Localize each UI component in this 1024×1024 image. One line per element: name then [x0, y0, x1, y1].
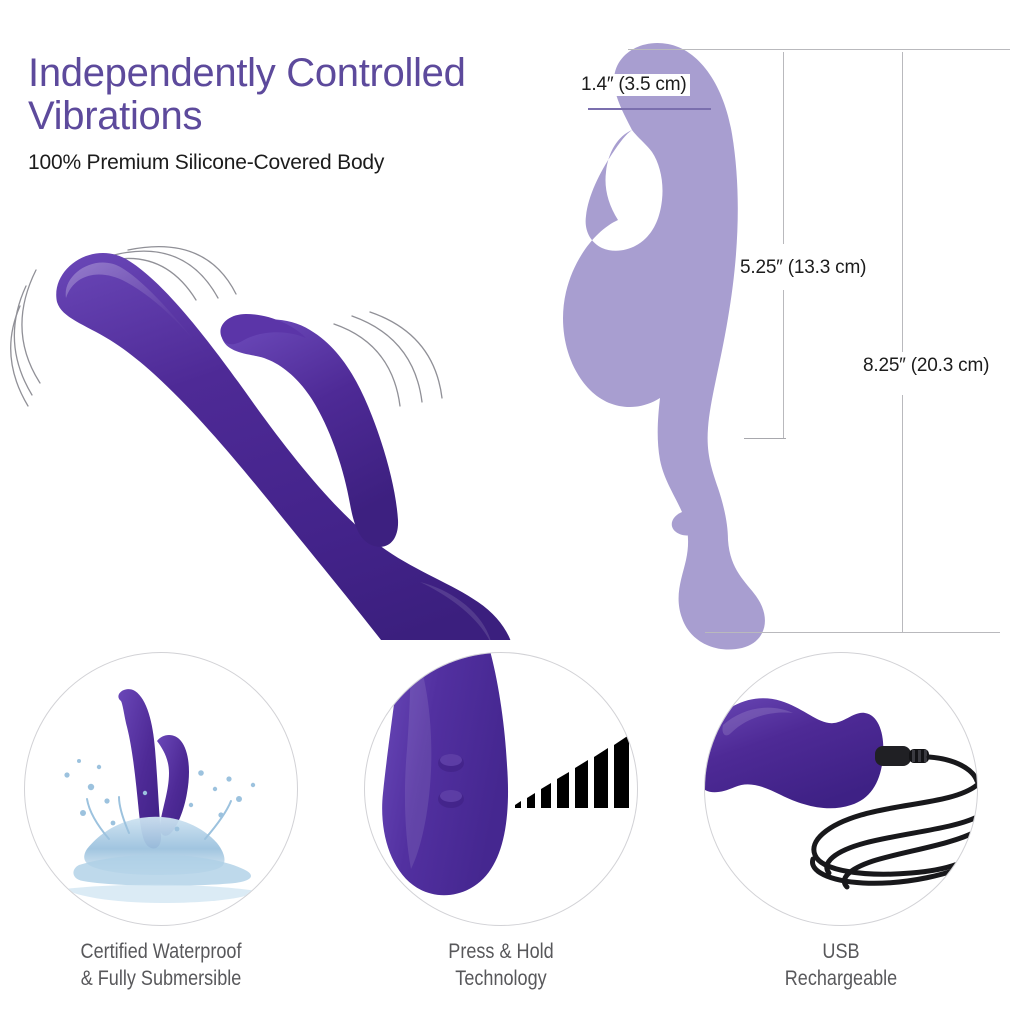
feature-circle-usb [704, 652, 978, 926]
water-pool [73, 854, 251, 886]
insertable-dimension-line-upper [783, 52, 784, 244]
product-shaft [56, 252, 515, 701]
usb-plug [875, 746, 929, 766]
feature-circle-press-hold [364, 652, 638, 926]
feature-caption-waterproof: Certified Waterproof & Fully Submersible [80, 940, 242, 990]
product-base [705, 698, 884, 809]
intensity-bars [515, 735, 629, 808]
guide-line-top [628, 49, 1010, 50]
feature-caption-press-hold: Press & Hold Technology [448, 940, 554, 990]
water-droplets [64, 759, 256, 832]
shaft-highlight [65, 262, 215, 366]
feature-waterproof: Certified Waterproof & Fully Submersible [0, 646, 331, 1024]
control-buttons [438, 754, 464, 808]
silhouette-base-ridge [671, 511, 701, 536]
clitoral-arm-tip [220, 314, 306, 345]
clitoral-arm [222, 319, 399, 547]
headline-block: Independently Controlled Vibrations 100%… [28, 52, 568, 175]
guide-line-bottom [705, 632, 1000, 633]
vibration-arcs-arm [333, 311, 443, 407]
water-reflection [65, 884, 257, 903]
width-measure-rule [588, 108, 711, 110]
tick-insertable-end [744, 438, 786, 439]
product-silhouette [563, 42, 765, 650]
product-handle [382, 653, 508, 896]
waterproof-splash-icon [64, 689, 257, 903]
base-highlight [722, 707, 793, 736]
dimension-label-total: 8.25″ (20.3 cm) [860, 355, 993, 377]
silhouette-shape [563, 42, 765, 650]
dimension-label-width: 1.4″ (3.5 cm) [578, 74, 690, 96]
splash-toy-arm [157, 735, 189, 836]
feature-caption-usb: USB Rechargeable [784, 940, 898, 990]
hero-product-illustration [0, 190, 580, 701]
page-subtitle: 100% Premium Silicone-Covered Body [28, 151, 385, 174]
splash-streaks [86, 796, 232, 840]
feature-press-hold: Press & Hold Technology [331, 646, 671, 1024]
feature-row: Certified Waterproof & Fully Submersible [0, 646, 1024, 1024]
dimension-label-insertable: 5.25″ (13.3 cm) [737, 257, 870, 279]
insertable-dimension-line-lower [783, 290, 784, 438]
total-dimension-line-lower [902, 395, 903, 633]
page-title: Independently Controlled Vibrations [28, 51, 466, 138]
vibration-arcs-tip-lower [10, 269, 41, 407]
handle-sheen [404, 653, 432, 869]
feature-circle-waterproof [24, 652, 298, 926]
feature-usb: USB Rechargeable [671, 646, 1011, 1024]
total-dimension-line-upper [902, 52, 903, 352]
usb-cable-icon [705, 698, 977, 890]
press-hold-intensity-icon [382, 653, 629, 896]
splash-toy-shaft [118, 689, 162, 849]
dimension-panel: 1.4″ (3.5 cm) 5.25″ (13.3 cm) 8.25″ (20.… [560, 30, 1024, 650]
